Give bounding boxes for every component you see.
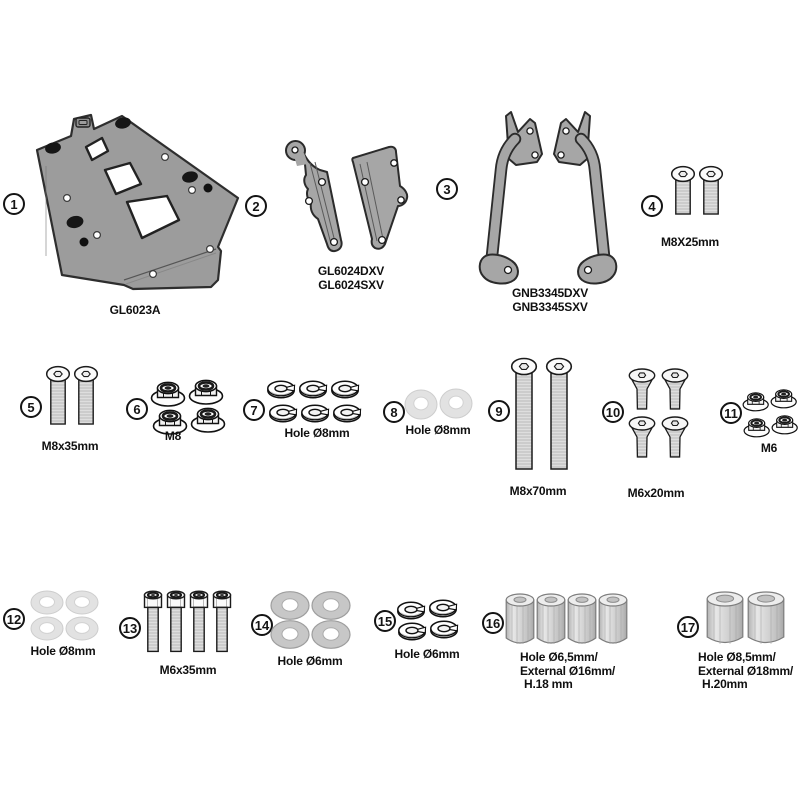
part-6-number-badge: 6 [126,398,148,420]
nuts-m6-drawing [742,388,799,438]
part-10-label: M6x20mm [627,486,685,500]
part-3-number-badge: 3 [436,178,458,200]
part-8-number-badge: 8 [383,401,405,423]
screws-m6x35-drawing [143,590,232,653]
bolt-icon [545,357,573,470]
part-16-label-line-1: Hole Ø6,5mm/ [520,650,598,664]
side-brackets-drawing [285,140,409,253]
bolts-m8x70-drawing [510,357,573,470]
part-17-label-line-3: H.20mm [702,677,748,692]
part-14-label: Hole Ø6mm [277,654,343,668]
part-15-label: Hole Ø6mm [394,647,460,661]
part-3-label-line-2: GNB3345SXV [512,299,588,314]
part-12-label: Hole Ø8mm [30,644,96,658]
nut-icon [771,414,799,435]
part-2-label-line-1: GL6024DXV [317,264,385,278]
part-7-label: Hole Ø8mm [284,426,350,440]
split-washers-6-drawing [397,599,459,641]
flat-washers-12-drawing [30,590,99,641]
mounting-plate-drawing [35,113,240,291]
flat-washers-14-drawing [270,591,351,649]
screws-m6x20-drawing [628,368,689,458]
split-washers-8-drawing [267,380,362,423]
part-13-number-badge: 13 [119,617,141,639]
bolt-icon [510,357,538,470]
part-1-number-badge: 1 [3,193,25,215]
bolt-icon [670,165,696,215]
part-4-number-badge: 4 [641,195,663,217]
part-6-label: M8 [164,429,182,443]
part-4-label: M8X25mm [661,235,719,249]
nut-icon [742,391,770,412]
part-2-number-badge: 2 [245,195,267,217]
nut-icon [188,379,224,406]
part-9-label: M8x70mm [509,484,567,498]
spacers-16-drawing [505,593,628,645]
part-17-label-line-2: External Ø18mm/ [698,663,794,678]
part-5-number-badge: 5 [20,396,42,418]
support-frames-drawing [468,104,628,288]
bolts-m8x25-drawing [670,165,724,215]
part-11-number-badge: 11 [720,402,742,424]
part-7-number-badge: 7 [243,399,265,421]
part-5-label: M8x35mm [41,439,99,453]
part-3-label: GNB3345DXV GNB3345SXV [497,286,603,314]
part-8-label: Hole Ø8mm [405,423,471,437]
bolts-m8x35-drawing [45,365,99,425]
nuts-m8-drawing [150,379,226,436]
part-11-label: M6 [760,441,778,455]
nut-icon [743,417,771,438]
part-17-label-line-1: Hole Ø8,5mm/ [698,650,776,664]
part-15-number-badge: 15 [374,610,396,632]
bolt-icon [73,365,99,425]
part-3-label-line-1: GNB3345DXV [511,286,589,300]
part-2-label-line-2: GL6024SXV [318,277,384,292]
spacers-17-drawing [706,591,785,645]
part-16-label: Hole Ø6,5mm/ External Ø16mm/ H.18 mm [520,650,635,692]
part-16-number-badge: 16 [482,612,504,634]
nut-icon [150,381,186,408]
part-12-number-badge: 12 [3,608,25,630]
bolt-icon [45,365,71,425]
part-17-number-badge: 17 [677,616,699,638]
part-16-label-line-2: External Ø16mm/ [520,663,616,678]
part-16-label-line-3: H.18 mm [524,677,573,692]
flat-washers-8-drawing [404,388,473,420]
part-9-number-badge: 9 [488,400,510,422]
part-17-label: Hole Ø8,5mm/ External Ø18mm/ H.20mm [698,650,800,692]
bolt-icon [698,165,724,215]
part-10-number-badge: 10 [602,401,624,423]
part-2-label: GL6024DXV GL6024SXV [299,264,403,292]
nut-icon [190,407,226,434]
part-1-label: GL6023A [109,303,161,317]
part-14-number-badge: 14 [251,614,273,636]
nut-icon [770,388,798,409]
part-13-label: M6x35mm [159,663,217,677]
